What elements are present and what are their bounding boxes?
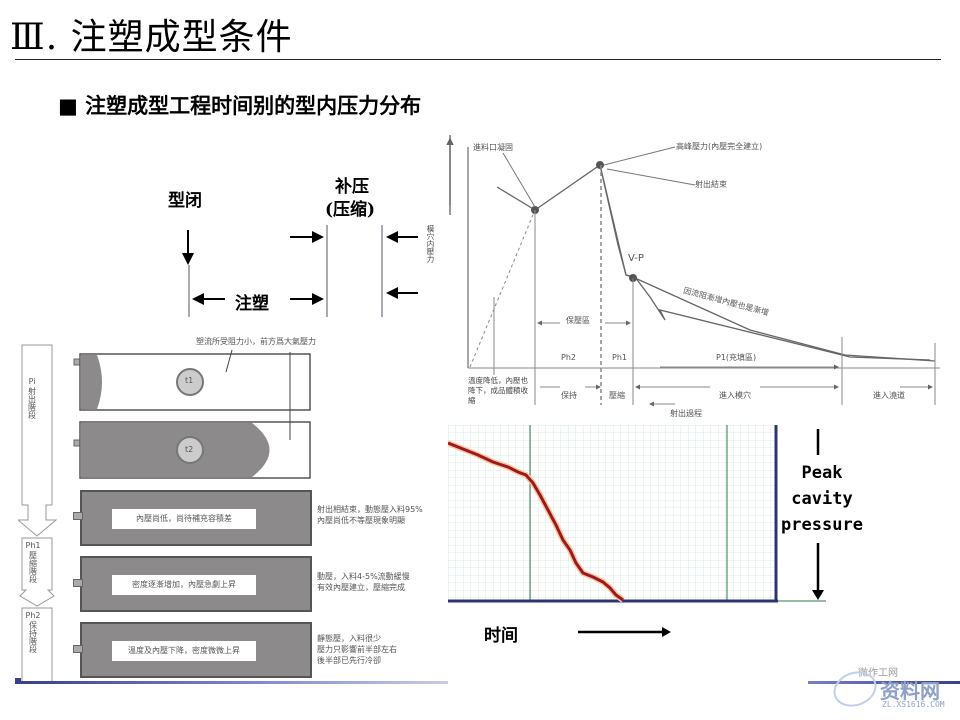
- mold-state-text: 溫度及內壓下降，密度微微上昇: [112, 641, 256, 661]
- note-line: 內壓尚低不等壓現象明顯: [317, 516, 405, 525]
- time-axis-label: 时间: [484, 626, 518, 646]
- annotation-pointers: [225, 349, 291, 440]
- subtitle-text: 注塑成型工程时间别的型内压力分布: [85, 94, 422, 118]
- note-line: 射出相結束，動態壓入料95%: [317, 505, 423, 514]
- phase-ph2: Ph2 保持階段: [20, 610, 46, 653]
- mold-step-t1: [73, 353, 311, 411]
- cooling-annotation: 溫度降低，內壓也降下，成品體積收縮: [468, 376, 528, 405]
- title-divider: [15, 59, 941, 60]
- section-subtitle: ■ 注塑成型工程时间别的型内压力分布: [58, 90, 421, 120]
- phase-code: Ph2: [25, 611, 41, 620]
- gate-nub: [73, 512, 83, 520]
- vp-switch-annotation: V-P: [628, 253, 644, 264]
- holding-zone-label: 保壓區: [566, 316, 590, 325]
- phase-ph1: Ph1 壓縮階段: [20, 540, 46, 583]
- y-axis-label: 模穴内壓力: [426, 225, 435, 263]
- page-title: Ⅲ. 注塑成型条件: [10, 17, 293, 58]
- phase-code: Pi: [28, 377, 36, 386]
- enter-runner-label: 進入澆道: [873, 391, 905, 400]
- gate-nub: [73, 579, 83, 587]
- mold-state-text: 密度逐漸增加，內壓急劇上昇: [112, 575, 256, 595]
- peak-line-1: Peak: [801, 463, 843, 483]
- watermark-author: 微作工网: [858, 668, 898, 679]
- footer-bar: [18, 681, 448, 684]
- gate-nub: [73, 645, 83, 653]
- footer-bar-right: [808, 681, 960, 684]
- compress-stage-label: 壓縮: [609, 391, 625, 400]
- ph2-label: Ph2: [561, 353, 576, 362]
- step3-note: 射出相結束，動態壓入料95% 內壓尚低不等壓現象明顯: [317, 504, 423, 526]
- peak-cavity-pressure-label: Peak cavity pressure: [780, 460, 864, 538]
- peak-line-3: pressure: [781, 515, 863, 535]
- phase-name: 射出階段: [27, 387, 37, 419]
- time-arrow-icon: [578, 627, 671, 637]
- mold-step-4: 密度逐漸增加，內壓急劇上昇: [80, 556, 312, 612]
- injection-label: 注塑: [235, 294, 269, 314]
- enter-cavity-label: 進入模穴: [719, 391, 751, 400]
- phase-name: 壓縮階段: [28, 551, 38, 583]
- note-line: 有效內壓建立，壓縮完成: [317, 583, 405, 592]
- phase-code: Ph1: [25, 541, 41, 550]
- ph1-label: Ph1: [612, 353, 627, 362]
- watermark-title: 资料网: [880, 679, 940, 703]
- mold-step-t2: [73, 421, 311, 479]
- gate-freeze-annotation: 進料口凝固: [473, 143, 513, 152]
- mold-close-label: 型闭: [168, 191, 202, 211]
- note-line: 動壓，入料4-5%流動緩慢: [317, 572, 410, 581]
- watermark-url: ZL.XS1616.COM: [882, 700, 945, 709]
- mold-step-3: 內壓尚低，尚待補充容積差: [80, 490, 312, 546]
- mold-step-5: 溫度及內壓下降，密度微微上昇: [80, 622, 312, 678]
- packing-sub-label: (压缩): [325, 200, 376, 220]
- mold-state-text: 內壓尚低，尚待補充容積差: [112, 509, 256, 529]
- packing-label: 补压: [335, 177, 369, 197]
- peak-pressure-decay-chart: [448, 425, 826, 603]
- flow-resistance-note: 塑流所受阻力小，前方爲大氣壓力: [196, 337, 316, 346]
- phase-name: 保持階段: [28, 621, 38, 653]
- hold-stage-label: 保持: [561, 391, 577, 400]
- note-line: 後半部已先行冷卻: [317, 656, 381, 665]
- step5-note: 靜態壓，入料很少 壓力只影響前半部左右 後半部已先行冷卻: [317, 633, 397, 666]
- phase-pi: Pi 射出階段: [25, 376, 39, 419]
- injection-process-label: 射出過程: [670, 409, 702, 418]
- p1-fill-label: P1(充填區): [716, 353, 757, 362]
- peak-line-2: cavity: [791, 489, 853, 509]
- note-line: 靜態壓，入料很少: [317, 634, 381, 643]
- bullet-square-icon: ■: [58, 94, 78, 118]
- step4-note: 動壓，入料4-5%流動緩慢 有效內壓建立，壓縮完成: [317, 571, 410, 593]
- process-arrows-diagram: [182, 225, 418, 317]
- phase-flow-arrows: [18, 344, 58, 683]
- injection-end-annotation: 射出結束: [695, 180, 727, 189]
- time-marker-t1: t1: [185, 376, 194, 385]
- time-marker-t2: t2: [185, 445, 194, 454]
- peak-pressure-annotation: 高峰壓力(內壓完全建立): [676, 142, 763, 151]
- note-line: 壓力只影響前半部左右: [317, 645, 397, 654]
- cavity-pressure-phase-chart: [446, 135, 940, 407]
